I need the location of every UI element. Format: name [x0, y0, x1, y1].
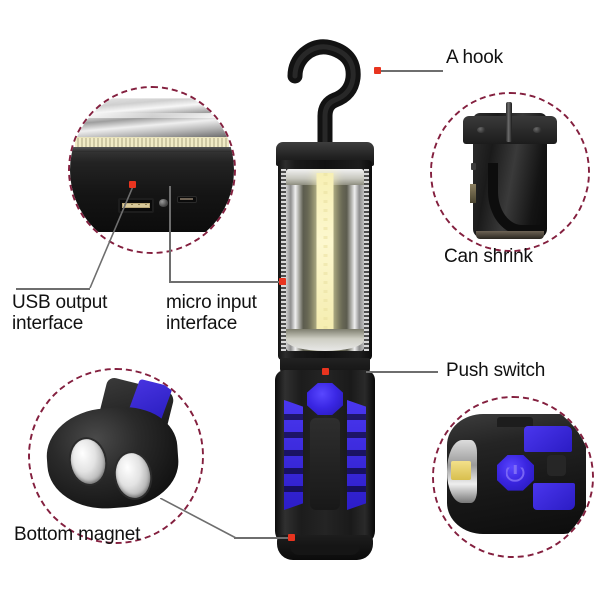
bottom-magnet-photo	[30, 370, 202, 542]
callout-label-micro-input: micro input interface	[166, 292, 257, 334]
bottom-magnet-detail-circle	[28, 368, 204, 544]
push-switch-photo	[434, 398, 592, 556]
lamp-reflector	[72, 98, 232, 141]
callout-label-push-switch: Push switch	[446, 360, 546, 381]
usb-detail-photo	[70, 88, 234, 252]
power-icon-bar	[514, 464, 517, 475]
callout-label-usb-output: USB output interface	[12, 292, 108, 334]
push-switch-button[interactable]	[307, 383, 343, 415]
push-switch-detail-circle	[432, 396, 594, 558]
can-shrink-photo	[432, 94, 588, 250]
front-spotlight-lens	[446, 440, 478, 503]
leader-line-micro-top	[169, 186, 171, 188]
lamp-edge-body	[70, 147, 234, 233]
side-label-strip	[470, 184, 476, 204]
blue-grip-right	[347, 400, 366, 510]
top-tab	[496, 417, 533, 427]
leader-line-magnet-horizontal	[234, 537, 292, 539]
callout-label-hook: A hook	[446, 47, 503, 68]
lens-bottom-reflector	[286, 329, 364, 351]
push-switch-closeup[interactable]	[496, 454, 535, 491]
hook-icon	[287, 39, 361, 148]
charge-indicator-led	[158, 199, 169, 207]
rubber-pad	[546, 454, 567, 477]
retracted-hook-recess	[488, 162, 545, 236]
cob-lens-housing	[286, 169, 364, 351]
lamp-rear-base	[475, 231, 545, 240]
leader-line-usb-diagonal	[89, 184, 135, 289]
cob-led-strip	[316, 173, 334, 347]
hook-rod	[506, 101, 513, 143]
leader-line-micro-horizontal	[169, 281, 281, 283]
usb-output-detail-circle	[68, 86, 236, 254]
handle	[275, 370, 375, 545]
micro-usb-port	[176, 195, 197, 203]
callout-dot-usb	[129, 181, 136, 188]
lamp-side-dots-right	[364, 169, 369, 351]
callout-dot-magnet	[288, 534, 295, 541]
lamp-body	[278, 160, 372, 360]
callout-dot-push-switch	[322, 368, 329, 375]
callout-dot-micro	[279, 278, 286, 285]
magnet-base-plate	[43, 403, 182, 513]
power-icon	[505, 467, 525, 482]
handle-closeup-body	[446, 413, 586, 534]
callout-dot-hook	[374, 67, 381, 74]
led-edge-strip	[74, 137, 230, 150]
blue-grip-left	[284, 400, 303, 510]
callout-label-bottom-magnet: Bottom magnet	[14, 524, 141, 545]
screw-left	[477, 126, 486, 133]
blue-grip-top	[524, 425, 572, 453]
can-shrink-detail-circle	[430, 92, 590, 252]
side-button	[471, 162, 476, 171]
blue-grip-bottom	[532, 483, 575, 510]
usb-contact-tongue	[122, 202, 150, 208]
leader-line-usb-horizontal	[16, 288, 90, 290]
leader-line-push-switch	[366, 371, 438, 373]
callout-label-can-shrink: Can shrink	[444, 246, 533, 267]
screw-right	[533, 126, 542, 133]
work-light-product	[255, 30, 395, 560]
handle-center-pad	[310, 418, 340, 510]
lamp-side-dots-left	[281, 169, 286, 351]
magnetic-base-foot	[277, 535, 373, 560]
leader-line-micro-vertical-left	[169, 186, 171, 282]
leader-line-magnet-diagonal	[160, 498, 237, 539]
leader-line-hook	[381, 70, 443, 72]
